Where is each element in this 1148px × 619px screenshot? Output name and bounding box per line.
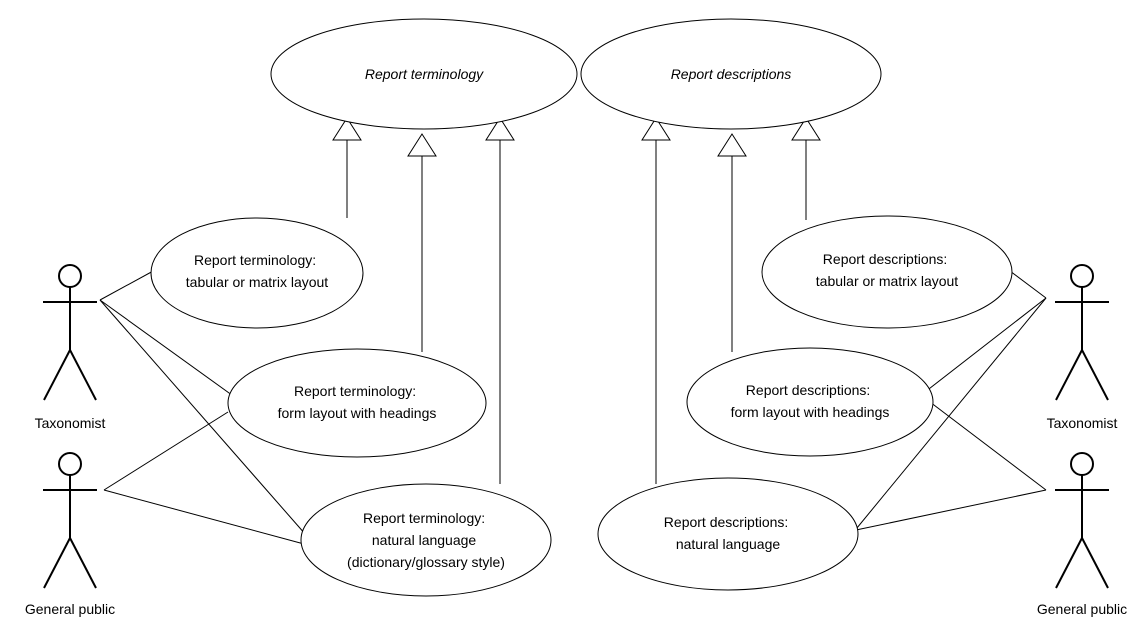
use-case-descriptions-form xyxy=(686,347,934,457)
generalization-arrowhead xyxy=(641,117,671,141)
association-line xyxy=(99,299,307,536)
use-case-label: Report terminology: xyxy=(363,510,485,526)
actor-taxonomist-left-figure xyxy=(43,264,97,401)
use-case-label: tabular or matrix layout xyxy=(816,273,959,289)
association-line xyxy=(103,489,305,545)
generalization-arrowhead xyxy=(485,117,515,141)
svg-text:Report terminology: Report terminology xyxy=(365,66,484,82)
use-case-label: Report terminology: xyxy=(194,252,316,268)
generalization-arrowhead xyxy=(717,133,747,157)
association-line xyxy=(924,297,1047,393)
actor-label-taxonomist-right: Taxonomist xyxy=(1047,415,1118,431)
use-case-label: Report descriptions: xyxy=(664,514,789,530)
actor-label-general-public-right: General public xyxy=(1037,601,1127,617)
use-case-label: natural language xyxy=(372,532,477,548)
use-case-label: form layout with headings xyxy=(731,404,890,420)
svg-text:Report descriptions: form: Report descriptions: form layout with he… xyxy=(731,382,890,420)
association-line xyxy=(1005,267,1047,299)
actor-general-public-right-figure xyxy=(1055,452,1109,589)
association-line xyxy=(855,489,1047,531)
svg-text:Report descriptions: natur: Report descriptions: natural language xyxy=(664,514,792,552)
svg-text:Report terminology: form l: Report terminology: form layout with hea… xyxy=(278,383,437,421)
svg-text:Report terminology: natura: Report terminology: natural language (di… xyxy=(347,510,505,570)
use-case-report-terminology xyxy=(270,18,578,130)
use-case-terminology-form xyxy=(227,348,487,458)
use-case-label: tabular or matrix layout xyxy=(186,274,329,290)
svg-text:Report descriptions: tabul: Report descriptions: tabular or matrix l… xyxy=(816,251,959,289)
generalization-arrowhead xyxy=(332,117,362,141)
actor-label-general-public-left: General public xyxy=(25,601,115,617)
actor-label-taxonomist-left: Taxonomist xyxy=(35,415,106,431)
use-case-terminology-natural xyxy=(300,483,552,597)
association-line xyxy=(99,269,156,301)
actor-general-public-left-figure xyxy=(43,452,97,589)
svg-text:Report terminology: tabula: Report terminology: tabular or matrix la… xyxy=(186,252,329,290)
use-case-terminology-tabular xyxy=(150,217,364,329)
generalization-arrowhead xyxy=(407,133,437,157)
actor-taxonomist-right-figure xyxy=(1055,264,1109,401)
association-line xyxy=(103,411,229,491)
use-case-label: form layout with headings xyxy=(278,405,437,421)
use-case-label: Report terminology xyxy=(365,66,484,82)
use-case-label: natural language xyxy=(676,536,781,552)
use-case-label: Report descriptions: xyxy=(823,251,948,267)
use-case-report-descriptions xyxy=(580,18,882,130)
use-case-descriptions-natural xyxy=(597,477,859,591)
association-line xyxy=(99,299,237,399)
svg-text:Report descriptions: Report descriptions xyxy=(671,66,792,82)
association-line xyxy=(929,401,1047,491)
use-case-label: Report descriptions xyxy=(671,66,792,82)
generalization-arrowhead xyxy=(791,117,821,141)
use-case-label: (dictionary/glossary style) xyxy=(347,554,505,570)
use-case-label: Report descriptions: xyxy=(746,382,871,398)
use-case-descriptions-tabular xyxy=(761,215,1013,329)
use-case-label: Report terminology: xyxy=(294,383,416,399)
